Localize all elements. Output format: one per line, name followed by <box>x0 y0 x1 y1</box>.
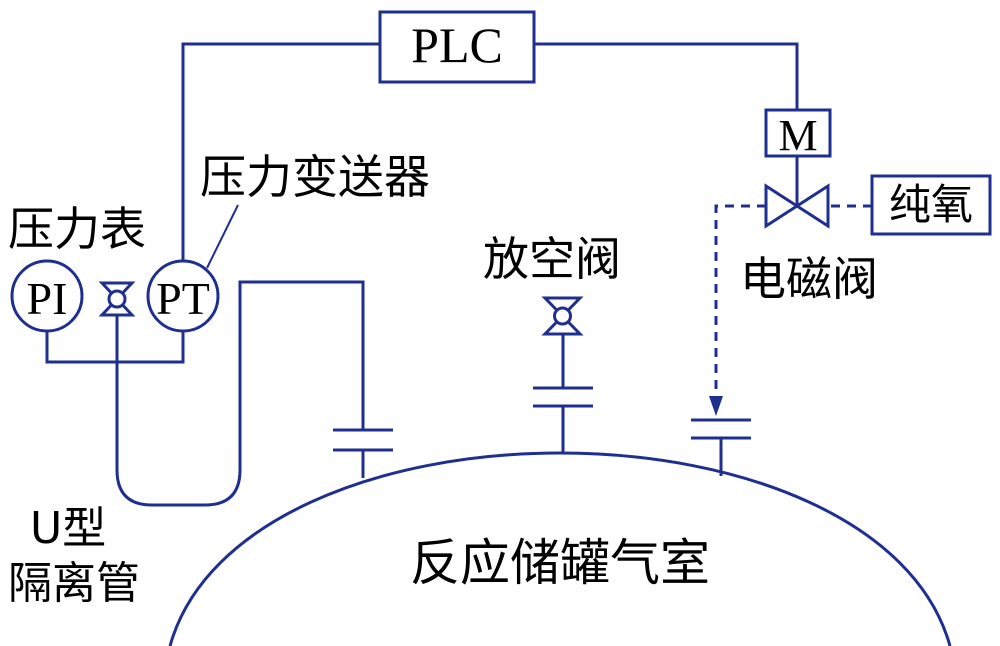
u-tube-label-line1: U型 <box>30 503 106 554</box>
pure-oxygen-label: 纯氧 <box>889 180 973 229</box>
oxygen-feed-arrowhead <box>709 396 723 416</box>
plc-box: PLC <box>378 10 536 84</box>
pressure-gauge-label: 压力表 <box>8 202 146 256</box>
vessel-label: 反应储罐气室 <box>410 534 710 592</box>
oxygen-inlet-nozzle-flange <box>691 418 751 476</box>
plc-label: PLC <box>411 17 503 73</box>
vent-nozzle-flange <box>533 334 593 453</box>
plc-to-motor-wire <box>534 42 799 110</box>
pressure-indicator-pi: PI <box>10 259 84 333</box>
u-tube-label-line2: 隔离管 <box>8 558 140 609</box>
vent-valve-label: 放空阀 <box>483 232 621 286</box>
pressure-transmitter-label: 压力变送器 <box>200 150 430 204</box>
solenoid-valve-label: 电磁阀 <box>740 252 878 306</box>
motor-label: M <box>778 111 817 160</box>
pt-label: PT <box>156 273 210 324</box>
instrument-manifold-pipe <box>45 330 185 364</box>
solenoid-valve-symbol <box>764 183 830 229</box>
oxygen-feed-dashed-line <box>714 204 766 400</box>
transmitter-leader-line <box>206 204 239 269</box>
plc-to-transmitter-wire <box>181 42 380 262</box>
vent-valve-symbol <box>541 296 584 336</box>
u-tube-isolation-pipe <box>115 280 365 507</box>
motor-box: M <box>764 108 832 160</box>
pure-oxygen-box: 纯氧 <box>870 174 992 236</box>
manifold-valve-symbol <box>98 281 136 317</box>
u-tube-nozzle-flange <box>333 428 393 478</box>
pi-label: PI <box>27 273 68 324</box>
reactor-vessel-dome <box>168 451 952 646</box>
pressure-transmitter-pt: PT <box>146 259 220 333</box>
